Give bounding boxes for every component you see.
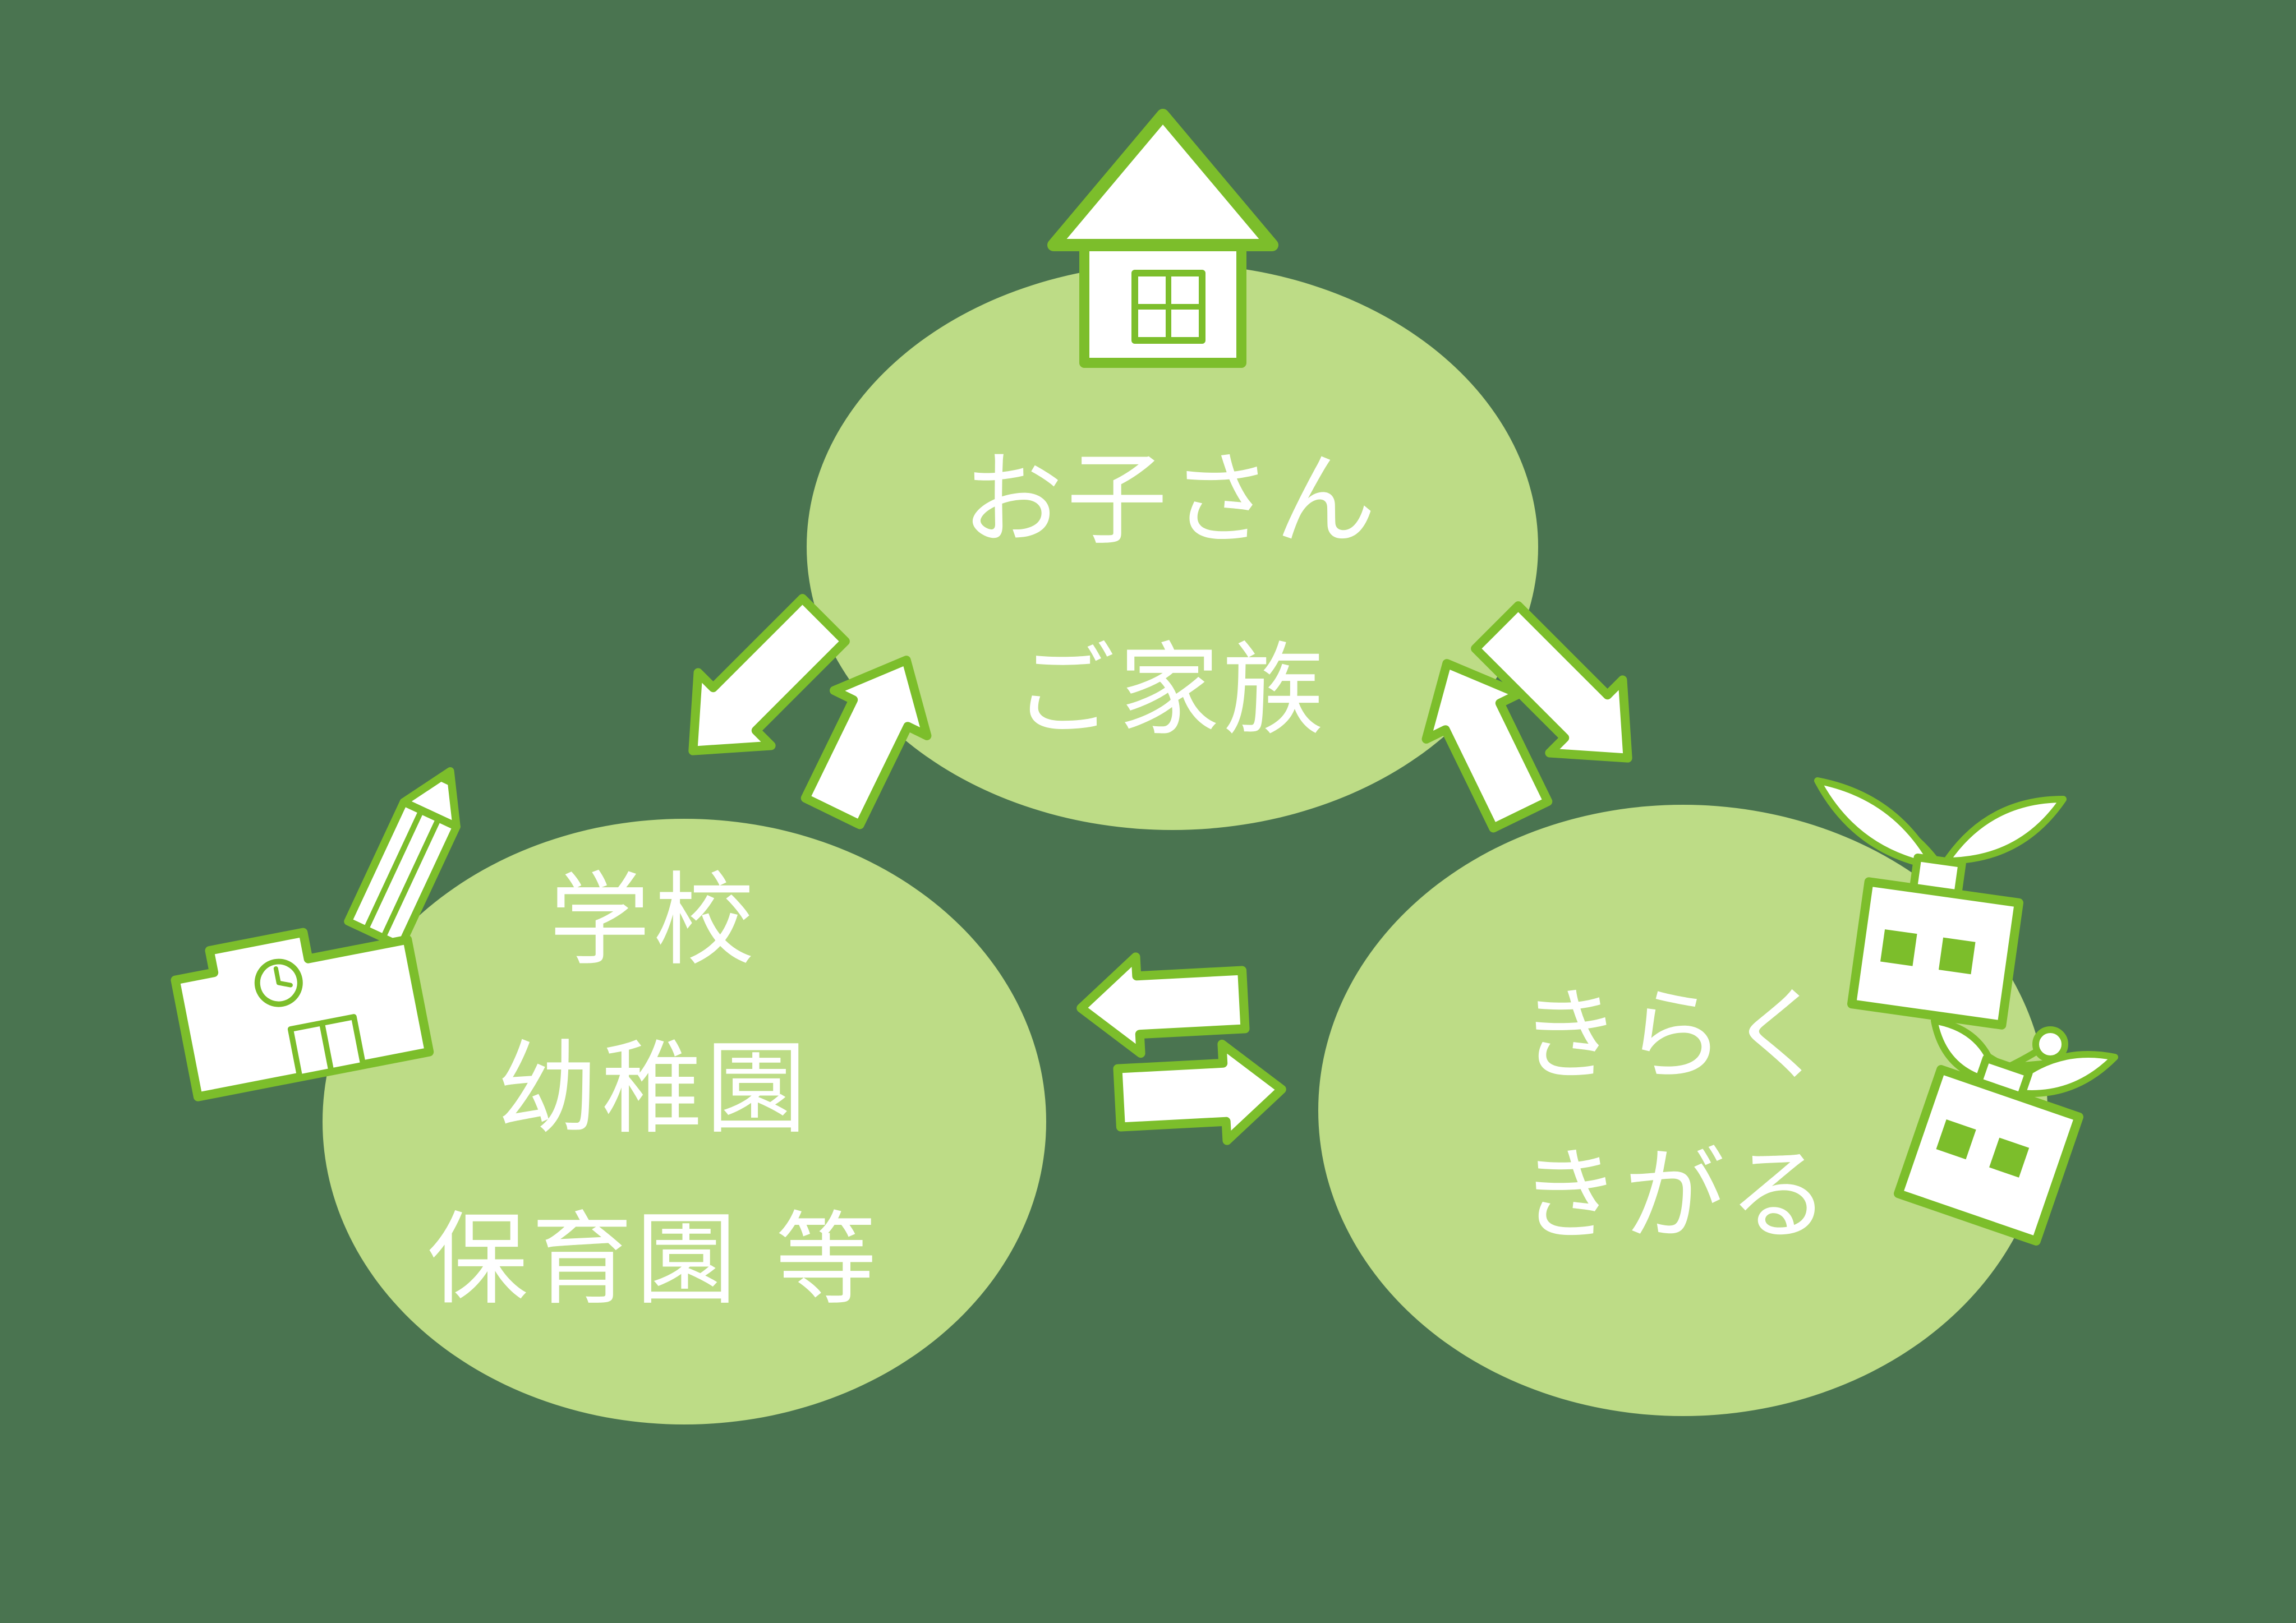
arrow-to-school-icon [1079,952,1246,1057]
arrow-to-kiraku-icon [1117,1041,1285,1146]
kiraku-label-line2: きがる [1519,1137,1833,1255]
family-label-line1: お子さん [961,441,1380,559]
family-label-line2: ご家族 [1014,632,1328,750]
school-label-line2: 幼稚園 [496,1030,811,1148]
school-label-line1: 学校 [549,862,758,980]
school-label-line3: 保育園 等 [427,1201,880,1319]
clock-icon [254,958,303,1007]
kiraku-label-line1: きらく [1519,977,1833,1095]
node-kiraku-ellipse [1318,805,2047,1416]
arrows-school-kiraku [1079,952,1285,1146]
